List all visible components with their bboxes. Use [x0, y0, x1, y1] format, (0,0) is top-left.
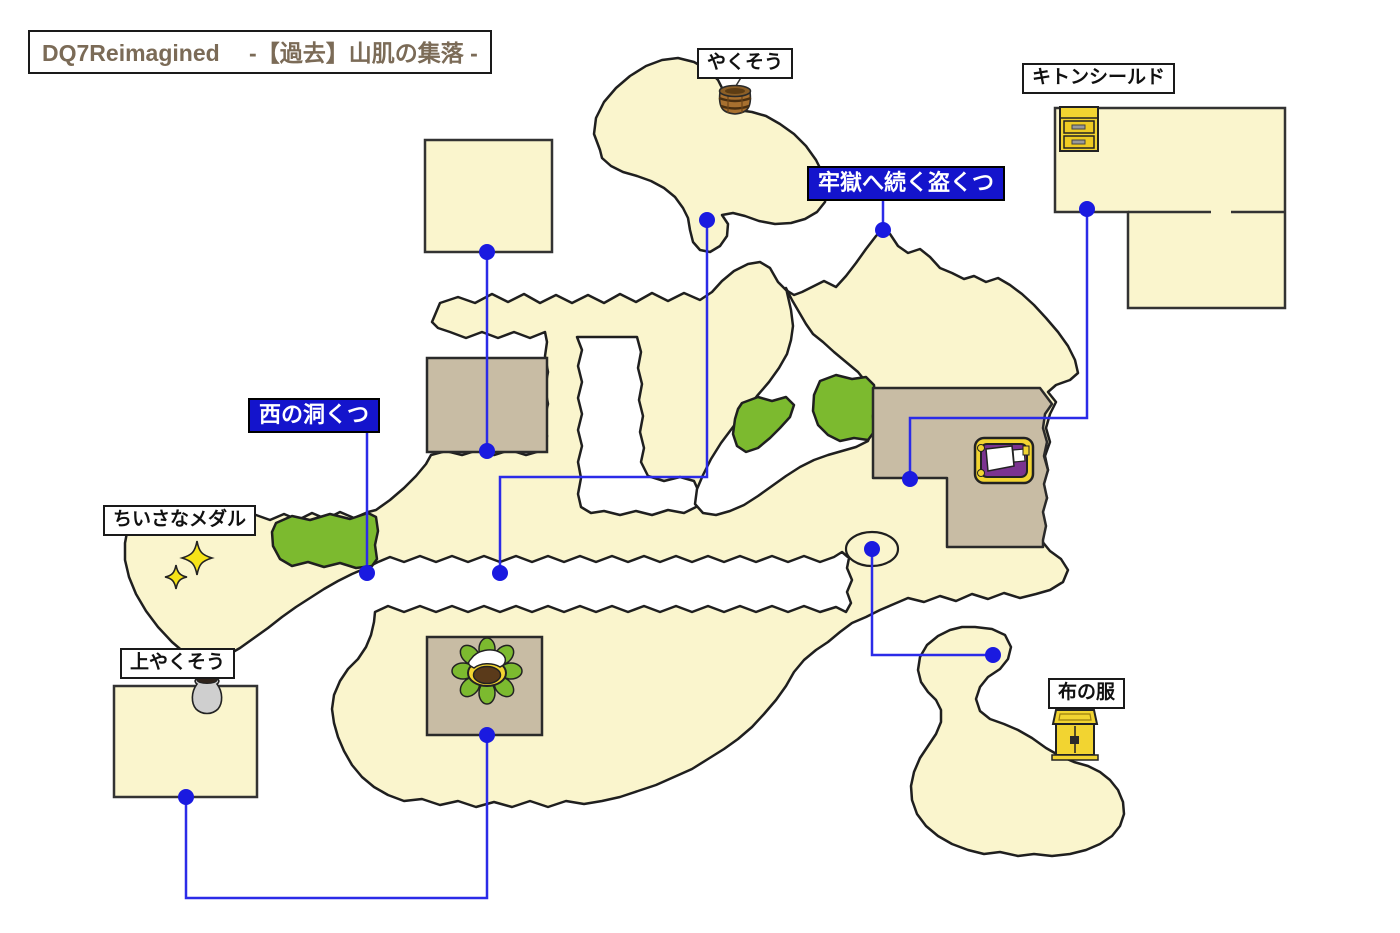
map-marker-dot — [864, 541, 880, 557]
channel-vertical — [575, 335, 701, 517]
connector-line — [908, 209, 1089, 479]
room-lower-left — [112, 684, 259, 799]
map-marker-dot — [479, 244, 495, 260]
tan-building-east — [871, 386, 1054, 549]
north-island — [592, 56, 829, 254]
grass-patch-west — [731, 395, 796, 454]
label-cave-to-prison[interactable]: 牢獄へ続く盗くつ — [807, 166, 1006, 202]
map-title: DQ7Reimagined -【過去】山肌の集落 - — [28, 30, 492, 74]
label-small-medal: ちいさなメダル — [103, 505, 257, 536]
map-marker-dot — [985, 647, 1001, 663]
label-west-cave[interactable]: 西の洞くつ — [248, 398, 381, 434]
label-cloth-clothes: 布の服 — [1048, 678, 1126, 709]
southeast-island — [909, 625, 1126, 858]
label-superior-herb: 上やくそう — [120, 648, 236, 679]
map-marker-dot — [1079, 201, 1095, 217]
map-marker-dot — [178, 789, 194, 805]
map-marker-dot — [902, 471, 918, 487]
room-kitten-shield — [1053, 106, 1287, 310]
barrel-icon — [718, 84, 752, 115]
grass-patch-east — [811, 373, 877, 443]
sparkle-icon — [164, 540, 215, 590]
connector-lines — [184, 198, 1089, 900]
pot-icon — [191, 676, 223, 715]
map-marker-dot — [699, 212, 715, 228]
map-marker-dot — [479, 443, 495, 459]
grass-neck — [270, 511, 380, 570]
label-herb: やくそう — [697, 48, 794, 79]
map-marker-dot — [479, 727, 495, 743]
main-landmass — [123, 227, 1080, 809]
map-markers — [178, 201, 1095, 805]
label-kitten-shield: キトンシールド — [1022, 63, 1176, 94]
dresser-icon — [1059, 106, 1099, 152]
map-marker-dot — [875, 222, 891, 238]
connector-line — [870, 549, 993, 657]
wardrobe-icon — [1051, 709, 1099, 761]
map-marker-dot — [492, 565, 508, 581]
room-upper-left — [423, 138, 554, 254]
well-icon — [451, 637, 523, 705]
map-marker-dot — [359, 565, 375, 581]
bed-icon — [973, 436, 1035, 485]
connector-line — [184, 735, 489, 900]
connector-line — [498, 220, 709, 573]
